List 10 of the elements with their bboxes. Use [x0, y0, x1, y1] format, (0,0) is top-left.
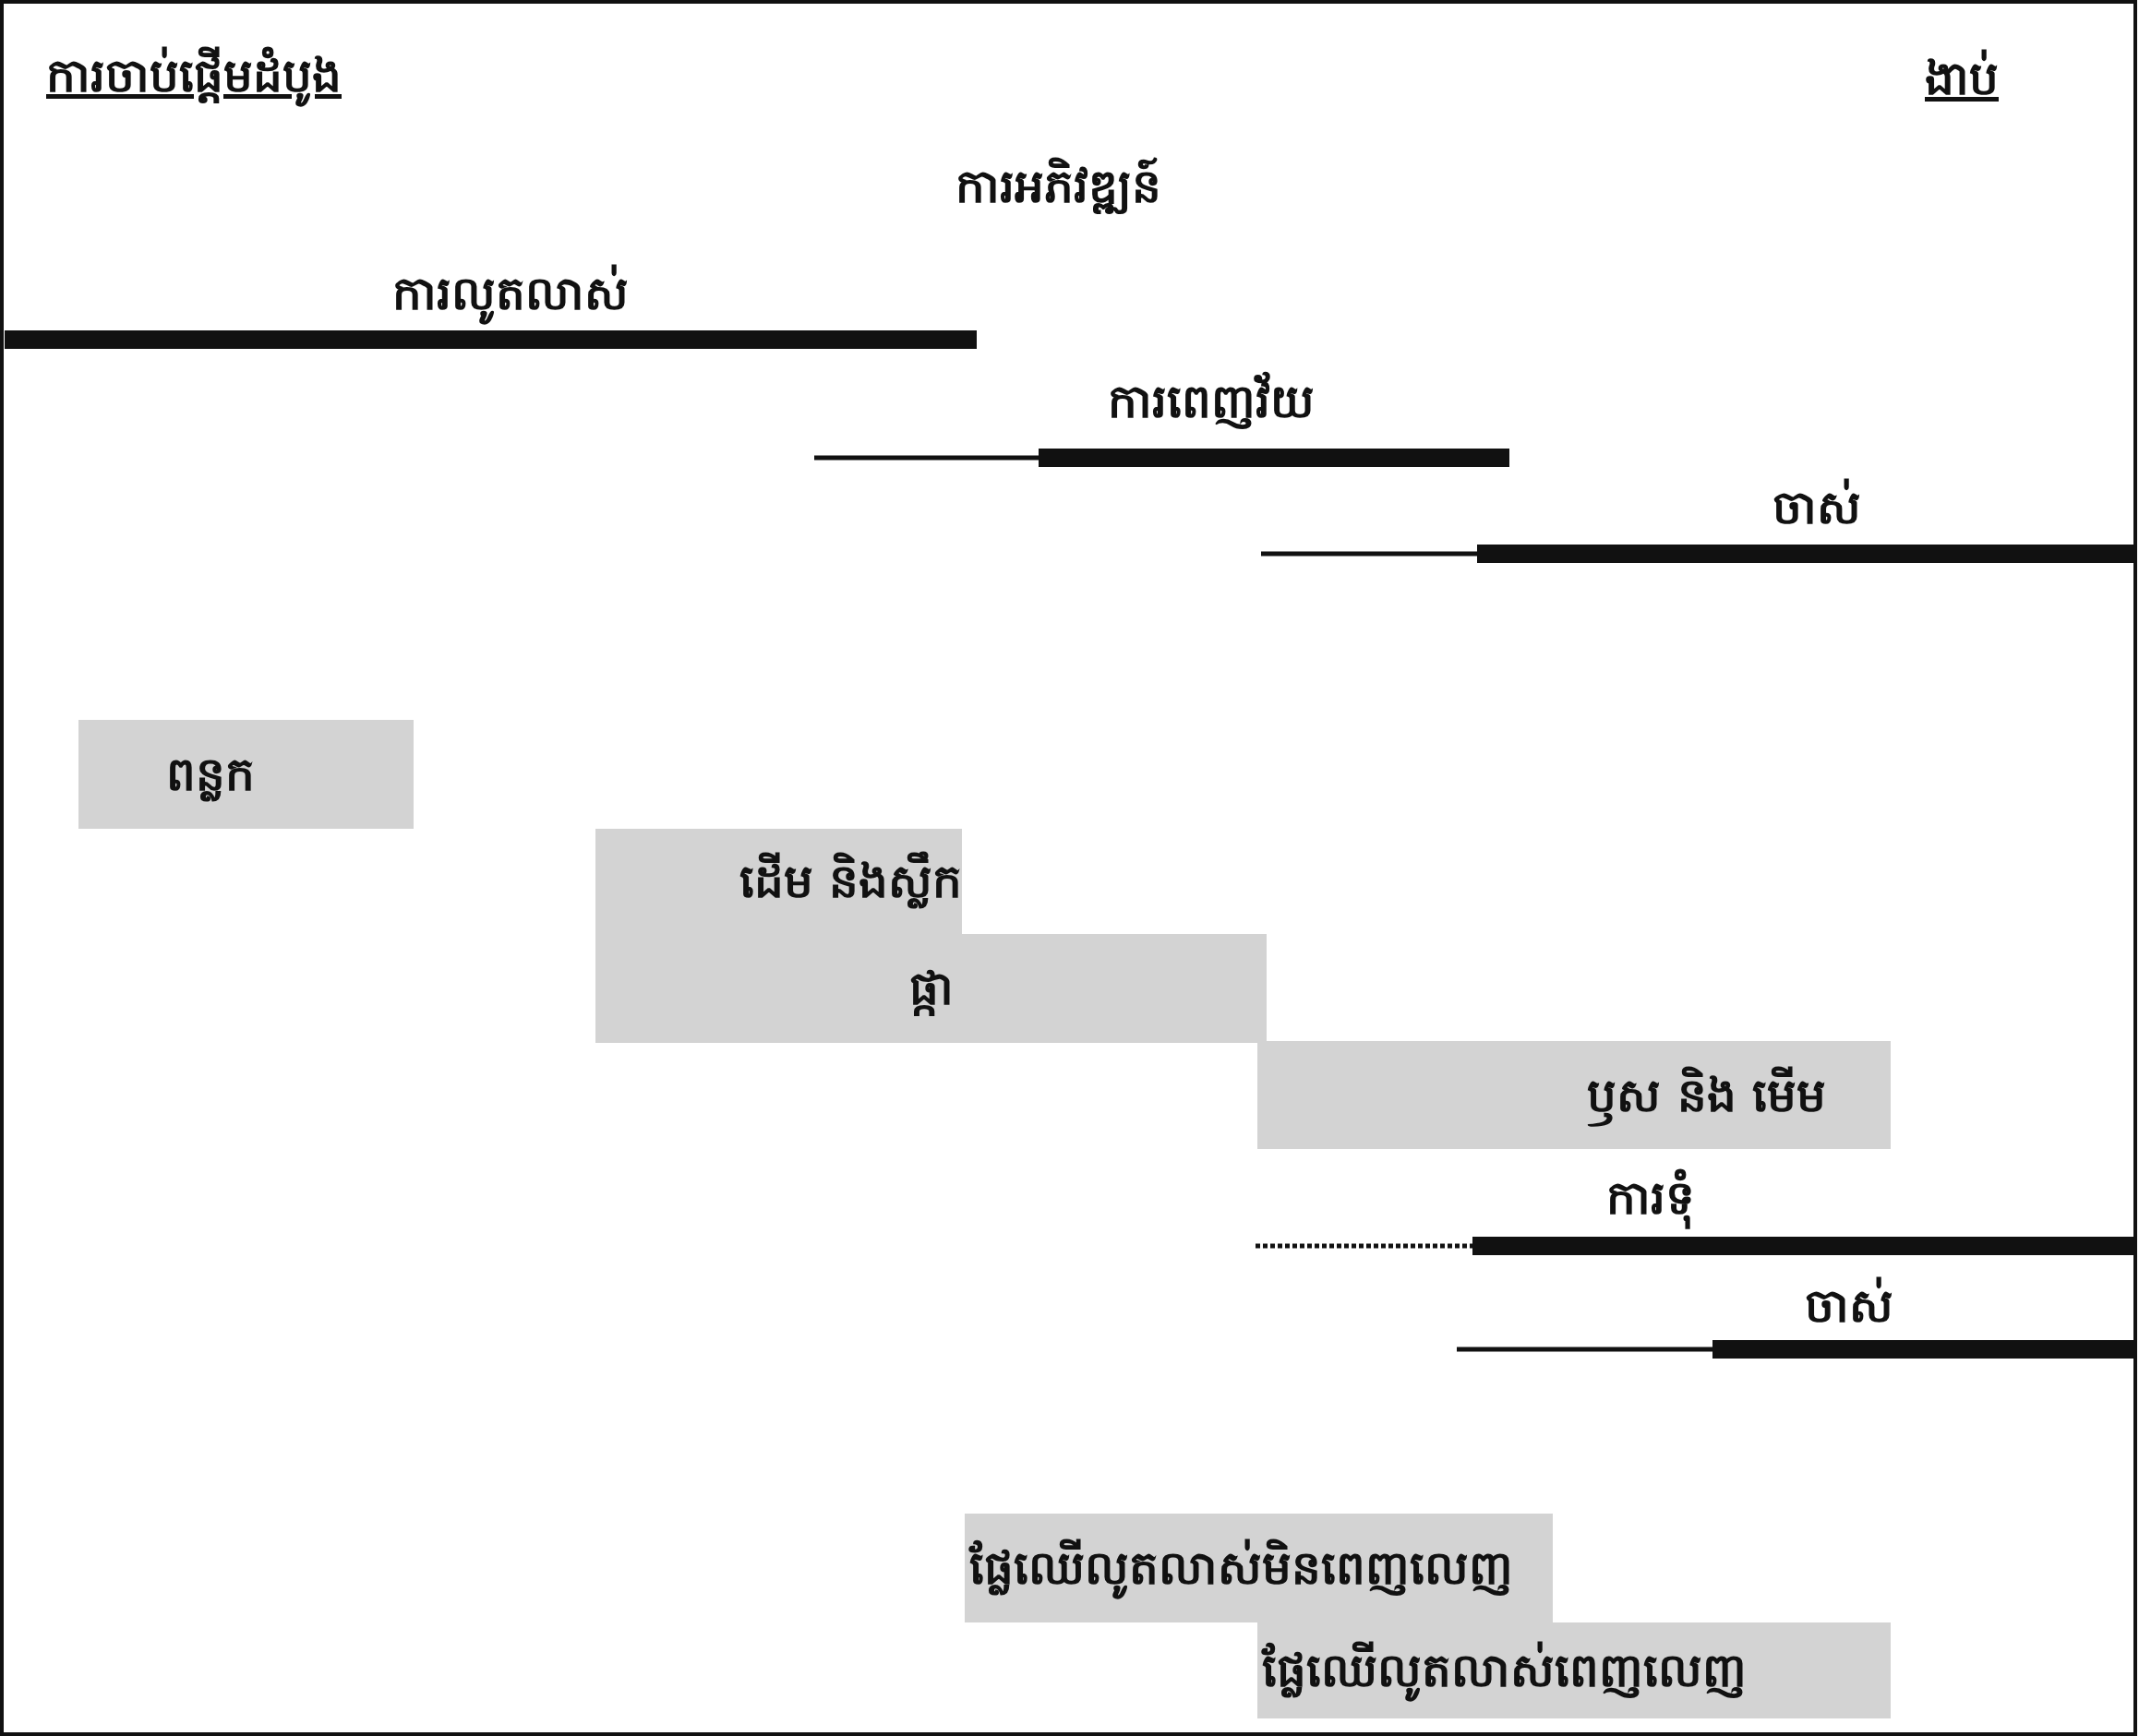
stage-label: ចាស់ [1772, 480, 1861, 535]
stage-label: ចាស់ [1805, 1278, 1893, 1334]
stage-block: ដើម និងស្លឹក [595, 829, 962, 934]
stage-block: ពន្លក [78, 720, 414, 829]
stage-block: ផ្លែឈើលូតលាស់មិនពេញលេញ [965, 1514, 1553, 1622]
stage-label: ការអភិវឌ្ឍន៍ [955, 159, 1161, 214]
stage-block: ផ្លែឈើលូតលាស់ពេញលេញ [1257, 1622, 1891, 1718]
stage-block: ឫស និង មើម [1257, 1041, 1891, 1149]
stage-block: ផ្កា [595, 934, 1267, 1043]
axis-end-label: ងាប់ [1925, 51, 1999, 106]
